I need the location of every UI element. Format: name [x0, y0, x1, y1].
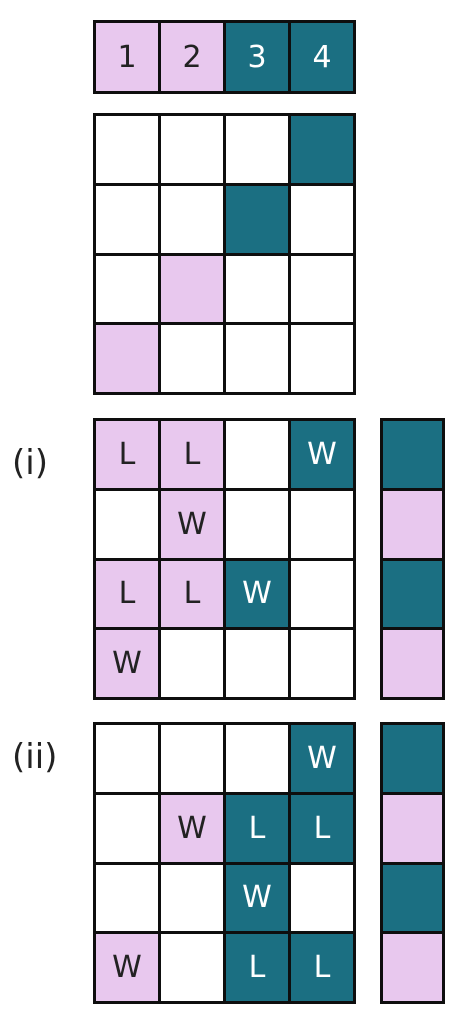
panel-i-cell	[96, 490, 158, 558]
main-grid-cell	[161, 325, 223, 392]
panel-ii-side-cell	[383, 725, 442, 792]
panel-ii-side-column	[380, 722, 445, 1004]
main-grid	[93, 113, 356, 395]
panel-ii-cell	[96, 725, 158, 792]
panel-i-side-cell	[383, 421, 442, 488]
panel-i-side-column	[380, 418, 445, 700]
main-grid-cell	[161, 185, 223, 253]
panel-i-cell: W	[291, 421, 353, 488]
main-grid-cell	[291, 325, 353, 392]
panel-ii-side-cell	[383, 934, 442, 1001]
panel-i-cell	[226, 421, 288, 488]
main-grid-cell	[226, 116, 288, 183]
panel-i-cell: L	[161, 421, 223, 488]
panel-i-cell	[226, 490, 288, 558]
main-grid-cell	[96, 116, 158, 183]
panel-ii-cell	[96, 794, 158, 862]
panel-i-side-cell	[383, 490, 442, 558]
panel-ii-label: (ii)	[12, 737, 58, 777]
panel-i-cell	[291, 560, 353, 628]
panel-i-cell	[291, 490, 353, 558]
panel-ii-side-cell	[383, 864, 442, 932]
panel-i-side-cell	[383, 560, 442, 628]
panel-ii-cell	[161, 934, 223, 1001]
panel-ii-cell: W	[226, 864, 288, 932]
panel-ii-cell: L	[226, 934, 288, 1001]
panel-ii-cell	[161, 864, 223, 932]
panel-i-cell: W	[161, 490, 223, 558]
panel-i-cell	[291, 630, 353, 697]
main-grid-cell	[291, 185, 353, 253]
panel-i-cell	[161, 630, 223, 697]
panel-i-cell: W	[96, 630, 158, 697]
panel-ii-cell	[96, 864, 158, 932]
panel-i-side-cell	[383, 630, 442, 697]
panel-ii-cell: W	[96, 934, 158, 1001]
panel-ii-cell: W	[161, 794, 223, 862]
header-cell-1: 1	[96, 23, 158, 91]
main-grid-cell	[291, 255, 353, 323]
main-grid-cell	[226, 325, 288, 392]
main-grid-cell	[96, 185, 158, 253]
panel-ii-side-cell	[383, 794, 442, 862]
panel-i-cell: W	[226, 560, 288, 628]
header-cell-3: 3	[226, 23, 288, 91]
main-grid-cell	[96, 255, 158, 323]
panel-i-cell: L	[96, 560, 158, 628]
panel-ii-cell: L	[291, 794, 353, 862]
header-cell-4: 4	[291, 23, 353, 91]
panel-i-cell: L	[96, 421, 158, 488]
main-grid-cell	[161, 116, 223, 183]
main-grid-cell	[291, 116, 353, 183]
panel-ii-cell: L	[291, 934, 353, 1001]
panel-ii-cell	[291, 864, 353, 932]
panel-ii-cell	[226, 725, 288, 792]
panel-ii-cell: L	[226, 794, 288, 862]
header-cell-2: 2	[161, 23, 223, 91]
panel-i-label: (i)	[12, 443, 48, 483]
panel-i-cell: L	[161, 560, 223, 628]
header-row: 1 2 3 4	[93, 20, 356, 94]
main-grid-cell	[161, 255, 223, 323]
panel-ii-cell: W	[291, 725, 353, 792]
panel-i-cell	[226, 630, 288, 697]
panel-ii-cell	[161, 725, 223, 792]
main-grid-cell	[96, 325, 158, 392]
main-grid-cell	[226, 185, 288, 253]
main-grid-cell	[226, 255, 288, 323]
